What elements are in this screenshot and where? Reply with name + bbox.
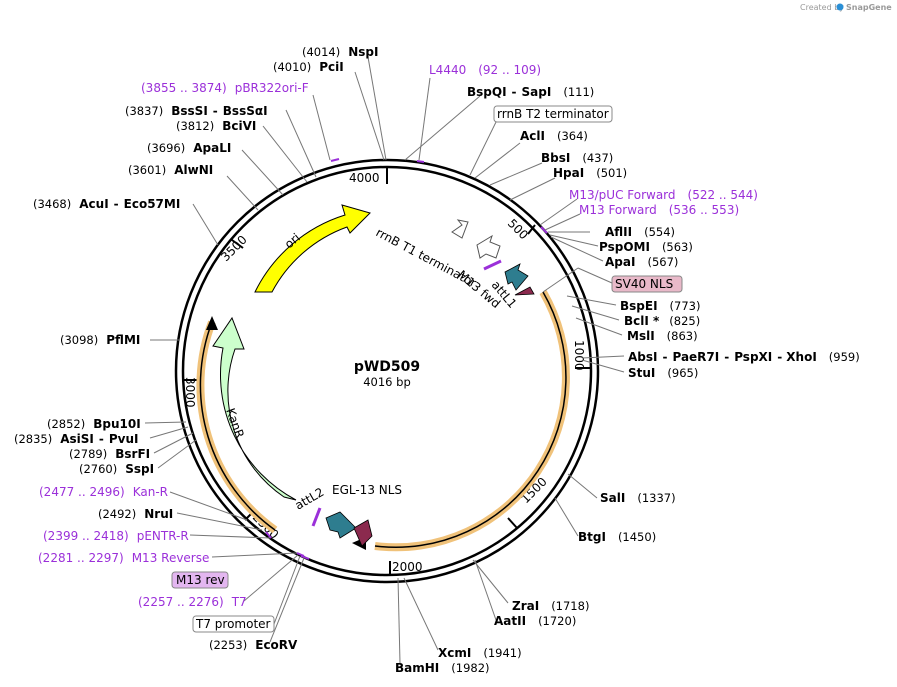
m13-rev-box[interactable] [171,571,229,589]
primer-kan-r[interactable]: (2477 .. 2496)Kan-R [39,485,168,499]
site-bsrfi[interactable]: (2789)BsrFI [69,447,150,461]
site-aatii[interactable]: AatII(1720) [494,614,576,628]
site-asisi-pvui[interactable]: (2835)AsiSI-PvuI [14,432,139,446]
kanr-label: KanR [223,406,247,440]
pentr-band-core [199,321,276,531]
primer-t7[interactable]: (2257 .. 2276)T7 [138,595,247,609]
rrnb-t2-box[interactable] [493,105,613,123]
primer-m13-reverse[interactable]: (2281 .. 2297)M13 Reverse [38,551,209,565]
attl2-marker [325,511,357,539]
site-btgi[interactable]: BtgI(1450) [578,530,656,544]
m13-rev-label: M13 rev [176,573,225,587]
plasmid-size: 4016 bp [363,375,411,389]
t7-promoter-label: T7 promoter [195,617,271,631]
primer-pentr-r[interactable]: (2399 .. 2418)pENTR-R [43,529,189,543]
site-nspi[interactable]: (4014)NspI [302,45,379,59]
site-bbsi[interactable]: BbsI(437) [541,151,613,165]
site-bpu10i[interactable]: (2852)Bpu10I [47,417,141,431]
sv40-band-core [374,291,567,549]
site-stui[interactable]: StuI(965) [628,366,698,380]
tick-3000: 3000 [183,377,197,408]
site-acui-eco57mi[interactable]: (3468)AcuI-Eco57MI [33,197,180,211]
sv40-label: SV40 NLS [615,277,673,291]
site-nrui[interactable]: (2492)NruI [98,507,173,521]
plasmid-name: pWD509 [354,359,420,375]
leader-lines [144,56,625,664]
site-bspei[interactable]: BspEI(773) [620,299,700,313]
attl1-marker [504,263,529,291]
primer-pbr322ori-f[interactable]: (3855 .. 3874)pBR322ori-F [141,81,309,95]
site-apali[interactable]: (3696)ApaLI [147,141,231,155]
egl13-nls-marker [353,519,373,547]
credit-text: Created by [800,3,844,12]
site-bcivi[interactable]: (3812)BciVI [176,119,256,133]
site-alwni[interactable]: (3601)AlwNI [128,163,213,177]
site-bcli[interactable]: BclI *(825) [624,314,700,328]
primer-ticks [265,158,548,560]
m13-fwd-marker [483,259,502,271]
primer-m13-puc-forward[interactable]: M13/pUC Forward(522 .. 544) [569,188,758,202]
site-ecorv[interactable]: (2253)EcoRV [209,638,298,652]
snapgene-logo-icon [836,3,844,11]
site-sali[interactable]: SalI(1337) [600,491,676,505]
site-acli[interactable]: AclI(364) [520,129,588,143]
kanr-arrow [212,316,297,501]
primer-l4440[interactable]: L4440(92 .. 109) [429,63,541,77]
egl13-label: EGL-13 NLS [332,483,402,497]
site-aflii[interactable]: AflII(554) [605,225,675,239]
rrnb-t2-marker [451,219,469,239]
site-zrai[interactable]: ZraI(1718) [512,599,589,613]
site-bamhi[interactable]: BamHI(1982) [395,661,490,675]
pentr-arrowhead [206,316,218,330]
tick-4000: 4000 [349,171,380,185]
ori-arrow [254,204,371,293]
nls1-marker [514,286,535,296]
rrnb-t2-label: rrnB T2 terminator [497,107,609,121]
attl2-label: attL2 [293,485,327,513]
site-pspomi[interactable]: PspOMI(563) [599,240,693,254]
site-hpai[interactable]: HpaI(501) [553,166,627,180]
site-xcmi[interactable]: XcmI(1941) [438,646,522,660]
tick-500: 500 [505,216,531,242]
site-bsssi-bsssai[interactable]: (3837)BssSI-BssSαI [125,104,268,118]
site-pcii[interactable]: (4010)PciI [273,60,344,74]
site-bspqi-sapi[interactable]: BspQI-SapI(111) [467,85,594,99]
site-absi-paer7i-pspxi-xhoi[interactable]: AbsI-PaeR7I-PspXI-XhoI(959) [628,350,860,364]
snapgene-logo: SnapGene [846,3,892,12]
pentr-primer-marker [311,507,322,527]
site-pflmi[interactable]: (3098)PflMI [60,333,140,347]
t7-promoter-box[interactable] [192,615,275,633]
tick-1000: 1000 [572,340,586,371]
tick-2000: 2000 [392,560,423,574]
site-apai[interactable]: ApaI(567) [605,255,678,269]
rrnb-t1-marker [476,234,501,259]
primer-m13-forward[interactable]: M13 Forward(536 .. 553) [579,203,739,217]
site-sspi[interactable]: (2760)SspI [79,462,154,476]
site-msli[interactable]: MslI(863) [627,329,698,343]
sv40-box[interactable] [611,275,683,293]
